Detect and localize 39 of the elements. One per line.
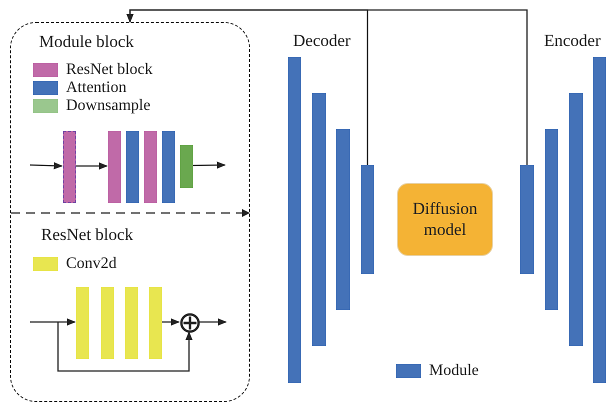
module-bar — [520, 165, 534, 274]
module-bar — [569, 93, 583, 346]
module-bar — [126, 131, 139, 203]
box-label: Diffusion model — [412, 199, 478, 240]
section-heading: ResNet block — [41, 226, 134, 243]
legend-label: Downsample — [66, 98, 150, 114]
module-bar — [108, 131, 121, 203]
legend-label: ResNet block — [66, 62, 153, 78]
module-bar — [180, 145, 193, 188]
module-bar — [288, 57, 301, 383]
group-heading: Decoder — [293, 32, 351, 49]
module-bar — [144, 131, 157, 203]
arrow — [126, 9, 528, 165]
arrow — [30, 318, 76, 326]
module-bar — [162, 131, 175, 203]
arrow — [57, 322, 193, 372]
legend-label: Attention — [66, 80, 126, 96]
module-bar — [361, 165, 374, 274]
module-bar — [545, 129, 558, 310]
legend-label: Module — [429, 363, 479, 379]
process-box — [397, 183, 493, 256]
module-bar — [125, 287, 138, 359]
section-heading: Module block — [39, 33, 134, 50]
module-bar — [593, 57, 606, 383]
module-bar — [101, 287, 114, 359]
legend-label: Conv2d — [66, 256, 117, 272]
sum-node — [180, 313, 200, 333]
arrow — [199, 318, 227, 326]
group-heading: Encoder — [544, 32, 601, 49]
module-bar — [76, 287, 89, 359]
module-bar — [312, 93, 326, 346]
module-bar — [149, 287, 162, 359]
arrow — [75, 162, 108, 170]
arrow — [30, 162, 63, 170]
dashed-panel — [10, 22, 250, 402]
module-bar — [336, 129, 350, 310]
arrow — [192, 161, 226, 169]
arrow — [161, 318, 180, 326]
module-bar — [63, 131, 76, 203]
